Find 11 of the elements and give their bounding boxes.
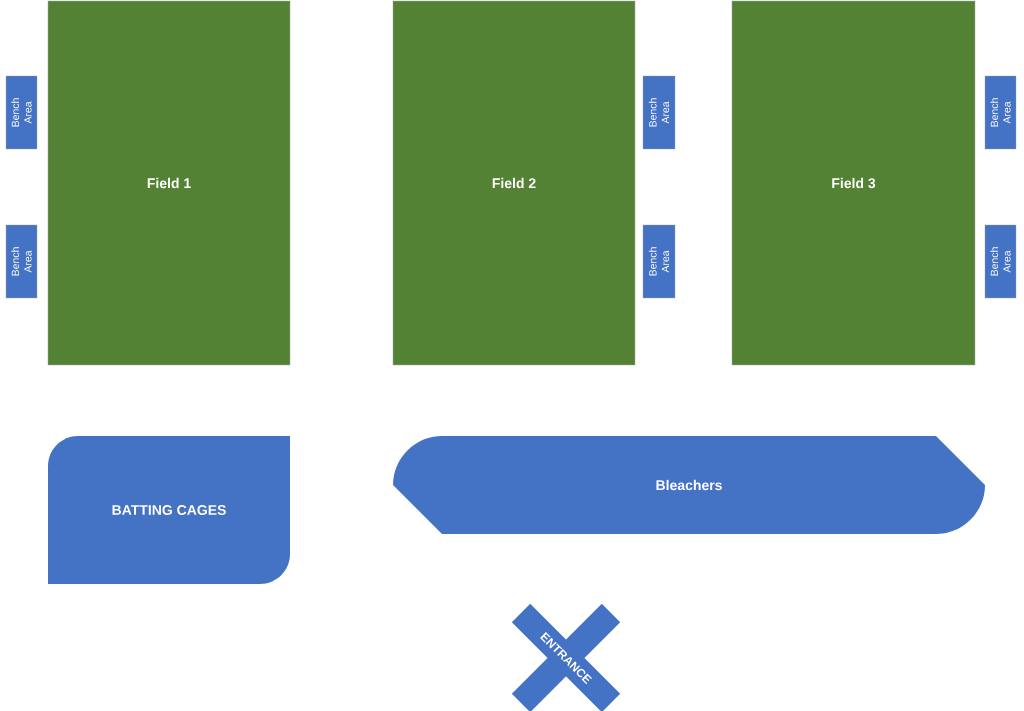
bench-area: Bench Area [984,75,1017,150]
field-area: Field 2 [392,0,636,366]
bench-area: Bench Area [984,224,1017,299]
bench-area: Bench Area [5,224,38,299]
field-area: Field 3 [731,0,976,366]
bench-area: Bench Area [642,75,676,150]
bleachers-area: Bleachers [393,436,985,534]
batting-cages-area: BATTING CAGES [48,436,290,584]
field-area: Field 1 [47,0,291,366]
bench-area: Bench Area [5,75,38,150]
bench-area: Bench Area [642,224,676,299]
